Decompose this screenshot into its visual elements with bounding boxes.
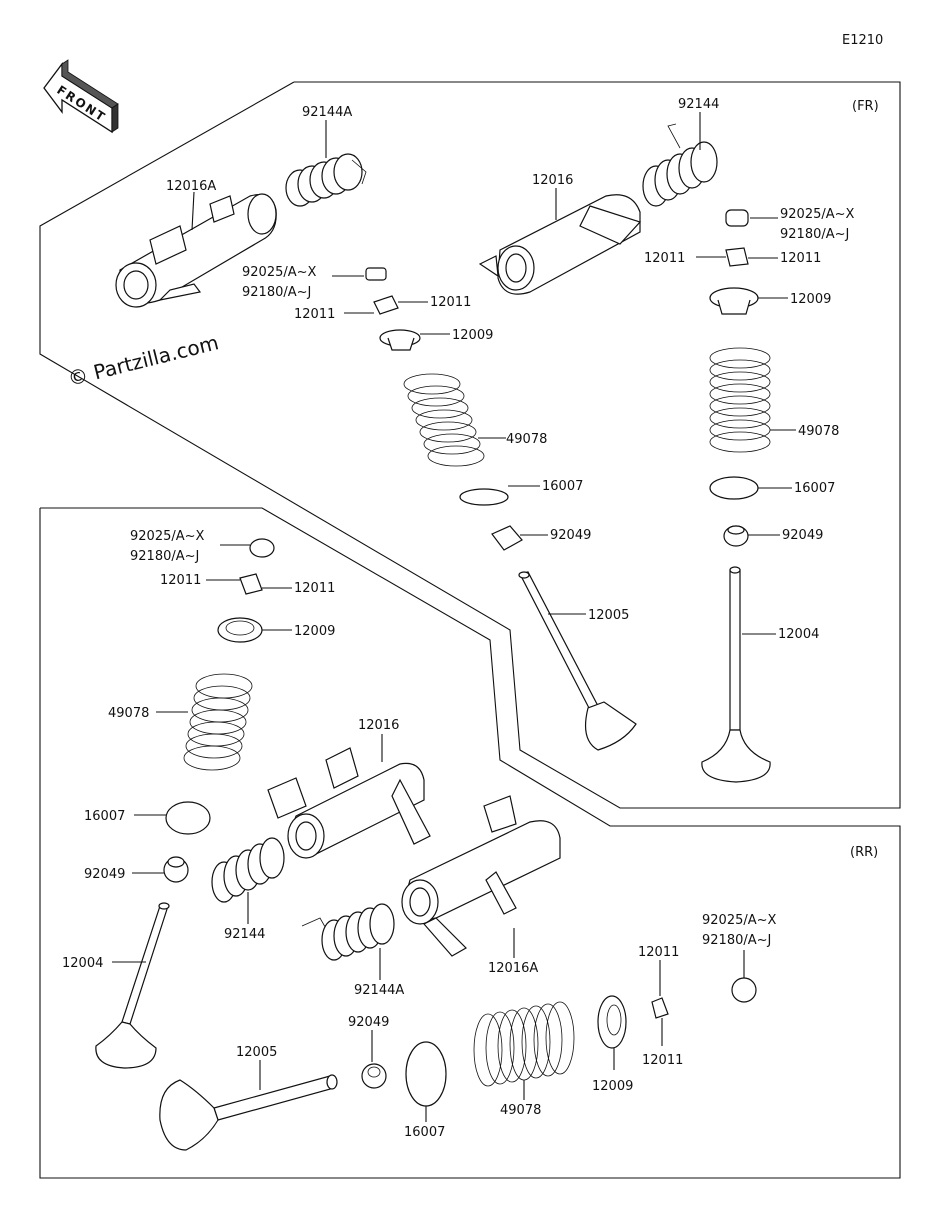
label-92049-front-right: 92049 bbox=[782, 528, 823, 543]
torsion-spring-92144A-front bbox=[285, 153, 367, 207]
label-92144A-rear: 92144A bbox=[354, 983, 404, 998]
label-49078-rear-center: 49078 bbox=[500, 1103, 541, 1118]
front-arrow-icon: FRONT bbox=[43, 59, 119, 134]
label-92049-rear-center: 92049 bbox=[348, 1015, 389, 1030]
label-92180-rear-left: 92180/A~J bbox=[130, 549, 199, 564]
label-12009-front-left: 12009 bbox=[452, 328, 493, 343]
label-12011-front-left-a: 12011 bbox=[430, 295, 471, 310]
seal-92049-front-right bbox=[723, 525, 749, 547]
valve-12005-rear bbox=[159, 1074, 338, 1151]
label-49078-front-left: 49078 bbox=[506, 432, 547, 447]
seal-92049-rear-left bbox=[163, 856, 189, 883]
label-12011-rear-left-b: 12011 bbox=[294, 581, 335, 596]
retainer-12009-front-right bbox=[709, 287, 759, 315]
cotter-12011-rear-right bbox=[651, 997, 669, 1019]
label-16007-rear-center: 16007 bbox=[404, 1125, 445, 1140]
label-92025-rear-left: 92025/A~X bbox=[130, 529, 205, 544]
label-12011-rear-right-a: 12011 bbox=[638, 945, 679, 960]
label-16007-front-left: 16007 bbox=[542, 479, 583, 494]
label-92144-front: 92144 bbox=[678, 97, 719, 112]
watermark: © Partzilla.com bbox=[65, 330, 221, 391]
cotter-12011-rear-left bbox=[239, 573, 263, 595]
label-12011-front-left-b: 12011 bbox=[294, 307, 335, 322]
label-49078-front-right: 49078 bbox=[798, 424, 839, 439]
label-12004-front: 12004 bbox=[778, 627, 819, 642]
label-49078-rear-left: 49078 bbox=[108, 706, 149, 721]
label-12009-rear-left: 12009 bbox=[294, 624, 335, 639]
valve-12005-front bbox=[518, 571, 637, 751]
label-12016A-front: 12016A bbox=[166, 179, 216, 194]
label-92144A-front: 92144A bbox=[302, 105, 352, 120]
label-12011-front-right-b: 12011 bbox=[780, 251, 821, 266]
shim-92025-front-left bbox=[365, 267, 387, 281]
valve-12004-front bbox=[701, 566, 771, 783]
shim-92025-rear-right bbox=[731, 977, 757, 1003]
torsion-spring-92144-rear bbox=[211, 837, 285, 903]
label-12005-front: 12005 bbox=[588, 608, 629, 623]
label-92049-front-left: 92049 bbox=[550, 528, 591, 543]
label-92180-front-left: 92180/A~J bbox=[242, 285, 311, 300]
retainer-12009-rear-center bbox=[597, 995, 627, 1049]
washer-16007-rear-center bbox=[405, 1041, 447, 1107]
shim-92025-rear-left bbox=[249, 538, 275, 558]
seal-92049-front-left bbox=[491, 525, 523, 551]
rocker-arm-12016A-front bbox=[115, 193, 277, 308]
valve-12004-rear bbox=[95, 902, 170, 1069]
label-12016-rear: 12016 bbox=[358, 718, 399, 733]
label-12009-front-right: 12009 bbox=[790, 292, 831, 307]
section-label-rear: (RR) bbox=[850, 845, 878, 860]
cotter-12011-front-left bbox=[373, 295, 399, 315]
label-92025-rear-right: 92025/A~X bbox=[702, 913, 777, 928]
label-12016A-rear: 12016A bbox=[488, 961, 538, 976]
label-92025-front-left: 92025/A~X bbox=[242, 265, 317, 280]
label-12004-rear: 12004 bbox=[62, 956, 103, 971]
label-12011-front-right-a: 12011 bbox=[644, 251, 685, 266]
front-section-frame bbox=[39, 81, 901, 809]
diagram-code: E1210 bbox=[842, 33, 883, 48]
label-12005-rear: 12005 bbox=[236, 1045, 277, 1060]
washer-16007-front-right bbox=[709, 476, 759, 500]
label-92144-rear: 92144 bbox=[224, 927, 265, 942]
label-16007-front-right: 16007 bbox=[794, 481, 835, 496]
label-92180-front-right: 92180/A~J bbox=[780, 227, 849, 242]
label-92049-rear-left: 92049 bbox=[84, 867, 125, 882]
valve-spring-49078-front-right bbox=[709, 347, 771, 453]
rocker-arm-12016A-rear bbox=[401, 795, 561, 957]
rear-section-frame bbox=[39, 507, 901, 1179]
label-92180-rear-right: 92180/A~J bbox=[702, 933, 771, 948]
cotter-12011-front-right bbox=[725, 247, 749, 267]
valve-spring-49078-front-left bbox=[403, 373, 485, 467]
torsion-spring-92144A-rear bbox=[301, 903, 395, 961]
washer-16007-rear-left bbox=[165, 801, 211, 835]
seal-92049-rear-center bbox=[361, 1063, 387, 1089]
torsion-spring-92144-front bbox=[642, 123, 718, 207]
label-12011-rear-left-a: 12011 bbox=[160, 573, 201, 588]
label-16007-rear-left: 16007 bbox=[84, 809, 125, 824]
section-label-front: (FR) bbox=[852, 99, 879, 114]
retainer-12009-front-left bbox=[379, 329, 421, 351]
retainer-12009-rear-left bbox=[217, 617, 263, 643]
washer-16007-front-left bbox=[459, 488, 509, 506]
shim-92025-front-right bbox=[725, 209, 749, 227]
label-12009-rear-center: 12009 bbox=[592, 1079, 633, 1094]
rocker-arm-12016-rear bbox=[267, 747, 431, 859]
label-12011-rear-right-b: 12011 bbox=[642, 1053, 683, 1068]
label-12016-front: 12016 bbox=[532, 173, 573, 188]
valve-spring-49078-rear-left bbox=[183, 673, 253, 771]
rocker-arm-12016-front bbox=[478, 194, 642, 295]
valve-spring-49078-rear-center bbox=[473, 1001, 575, 1087]
label-92025-front-right: 92025/A~X bbox=[780, 207, 855, 222]
